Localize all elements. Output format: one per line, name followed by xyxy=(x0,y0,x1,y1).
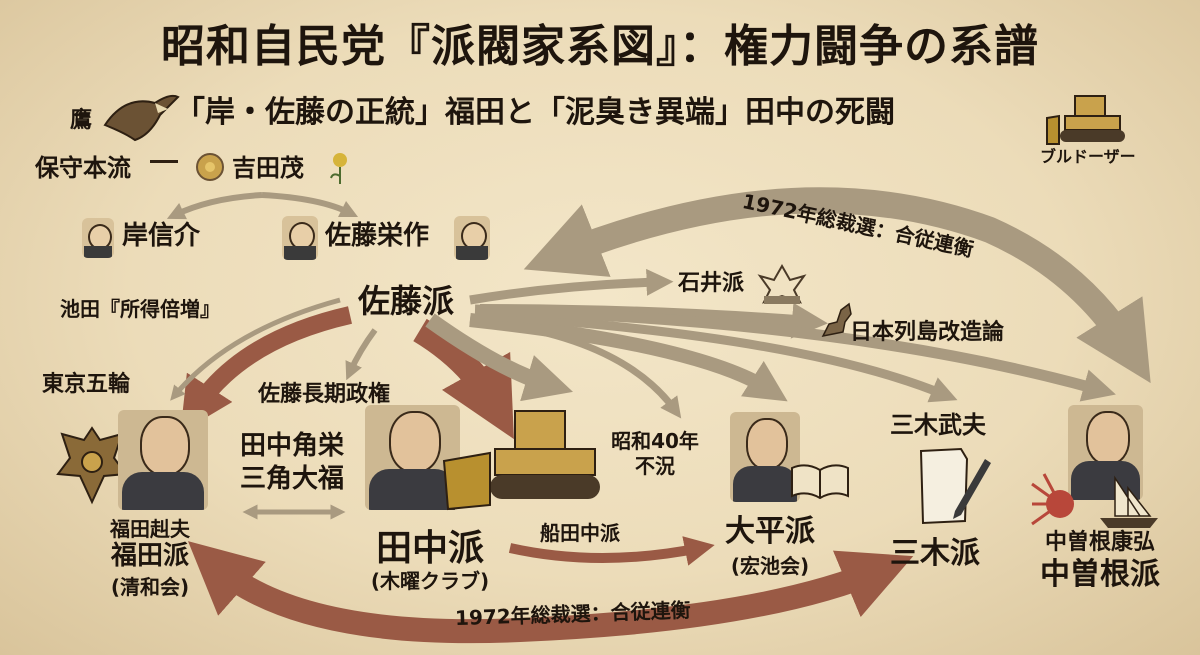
tokyo-olympics-label: 東京五輪 xyxy=(42,372,131,397)
archipelago-label: 日本列島改造論 xyxy=(850,320,1005,345)
tanaka-faction-label: 田中派 xyxy=(375,528,484,569)
tanaka-portrait xyxy=(365,405,460,510)
sato-long-regime-label: 佐藤長期政権 xyxy=(258,382,391,407)
divider-line xyxy=(150,160,178,163)
showa40-line1-label: 昭和40年 xyxy=(611,429,699,453)
ishii-faction-label: 石井派 xyxy=(678,271,745,296)
arrow-yoshida-sato xyxy=(261,192,359,218)
sato-label: 佐藤栄作 xyxy=(325,221,430,251)
arrow-sato-ishii xyxy=(469,268,674,305)
fukuda-sub-label: (清和会) xyxy=(110,575,190,599)
arrow-sato-fukuda xyxy=(180,306,352,433)
arrow-1972-bottom xyxy=(187,541,914,644)
arrow-funada xyxy=(508,536,715,566)
nakasone-name-label: 中曽根康弘 xyxy=(1044,530,1155,555)
funada-label: 船田中派 xyxy=(540,521,620,545)
arrow-sato-longregime xyxy=(345,328,378,381)
yoshida-label: 吉田茂 xyxy=(232,154,304,182)
kishi-label: 岸信介 xyxy=(122,221,201,251)
ohira-portrait xyxy=(730,412,800,502)
arrow-sato-ohira xyxy=(469,313,788,402)
arrow-1972-top xyxy=(523,187,1151,384)
arrow-sato-nakasone xyxy=(474,304,1116,402)
mainstream-label: 保守本流 xyxy=(35,154,131,182)
arrow-sato-miki xyxy=(474,310,958,403)
tanaka-line2-label: 三角大福 xyxy=(240,464,345,494)
chrysanthemum-icon xyxy=(196,153,224,181)
paper-pen-icon xyxy=(919,447,991,525)
book-icon xyxy=(791,464,849,500)
ikeda-label: 池田『所得倍増』 xyxy=(60,297,220,321)
hawk-icon xyxy=(103,94,180,142)
flower-icon xyxy=(330,153,347,184)
crest-icon xyxy=(757,263,807,304)
fukuda-faction-label: 福田派 xyxy=(110,541,189,571)
page-subtitle: 「岸・佐藤の正統」福田と「泥臭き異端」田中の死闘 xyxy=(175,95,895,130)
miki-name-label: 三木武夫 xyxy=(890,411,986,439)
ohira-sub-label: (宏池会) xyxy=(730,554,810,578)
arrow-sato-tanaka xyxy=(413,318,514,440)
showa40-line2-label: 不況 xyxy=(635,454,675,478)
fukuda-portrait xyxy=(118,410,208,510)
arrow-yoshida-kishi xyxy=(166,192,263,220)
ohira-faction-label: 大平派 xyxy=(725,514,815,549)
arrow-sato-ishii-center xyxy=(425,313,573,402)
sato-faction-label: 佐藤派 xyxy=(358,282,455,320)
sato-portrait xyxy=(282,216,318,260)
rising-sun-ship-icon xyxy=(1031,473,1158,528)
page-title: 昭和自民党『派閥家系図』：権力闘争の系譜 xyxy=(161,21,1039,72)
tanaka-line1-label: 田中角栄 xyxy=(240,431,345,461)
fukuda-name-label: 福田赳夫 xyxy=(110,517,190,541)
bulldozer-icon xyxy=(1046,95,1125,145)
tanaka-sub-label: (木曜クラブ) xyxy=(370,569,490,593)
arrow-sato-ikeda xyxy=(170,297,341,401)
map-icon xyxy=(821,302,852,338)
miki-faction-label: 三木派 xyxy=(890,536,980,571)
tanaka-bulldozer-icon xyxy=(442,410,600,511)
hawk-label: 鷹 xyxy=(70,108,93,133)
sato-portrait-2 xyxy=(454,216,490,260)
bulldozer-label: ブルドーザー xyxy=(1040,147,1136,166)
kishi-portrait xyxy=(82,218,114,258)
nakasone-portrait xyxy=(1068,405,1143,500)
nakasone-faction-label: 中曽根派 xyxy=(1040,557,1160,592)
